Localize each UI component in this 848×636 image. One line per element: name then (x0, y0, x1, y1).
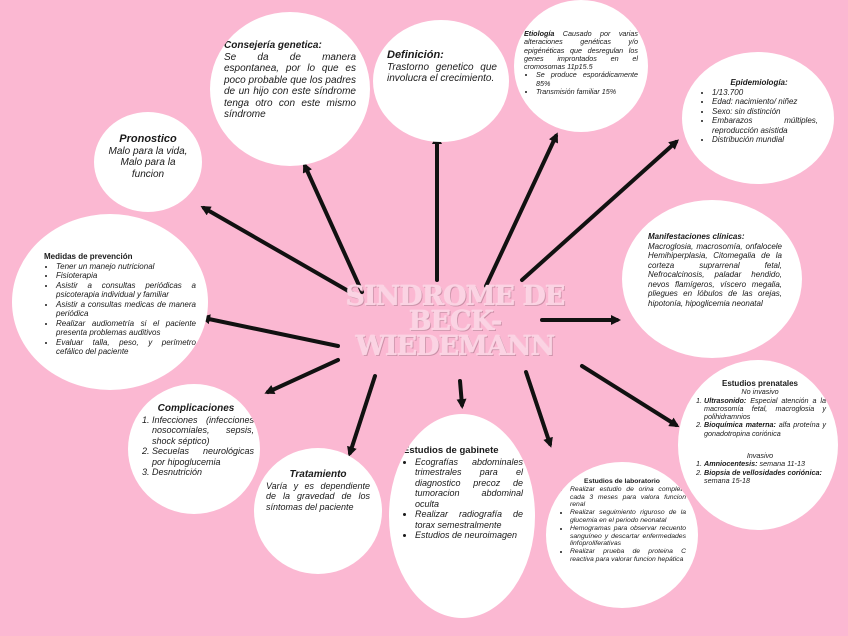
list-item: Distribución mundial (712, 135, 818, 145)
arrow-to-medidas (200, 314, 340, 348)
list-item: Bioquímica materna: alfa proteína y gona… (704, 421, 826, 438)
list-item: Ecografías abdominales trimestrales para… (415, 457, 523, 510)
complicaciones-list: Infecciones (infecciones nosocomiales, s… (138, 415, 254, 478)
list-item: Realizar estudio de orina completa cada … (570, 486, 686, 509)
list-item: Asistir a consultas periódicas a psicote… (56, 281, 196, 300)
complicaciones-heading: Complicaciones (157, 403, 235, 414)
list-item: Realizar audiometría si el paciente pres… (56, 319, 196, 338)
gabinete-heading: Estudios de gabinete (403, 445, 499, 456)
list-item: Realizar prueba de proteina C reactiva p… (570, 548, 686, 564)
consejeria-text: Se da de manera espontanea, por lo que e… (224, 51, 356, 121)
tratamiento-heading: Tratamiento (289, 469, 347, 480)
arrow-to-pronostico (200, 206, 359, 298)
bubble-prenatales: Estudios prenatales No invasivo Ultrason… (678, 360, 838, 530)
desc-amniocentesis: semana 11-13 (759, 459, 805, 469)
etiologia-heading: Etiología (524, 29, 555, 38)
bubble-complicaciones: Complicaciones Infecciones (infecciones … (128, 384, 260, 514)
manifestaciones-text: Macroglosia, macrosomía, onfalocele Hemi… (648, 241, 782, 308)
prenatales-heading: Estudios prenatales (721, 379, 799, 388)
desc-ultrasonido: Especial atención a la macrosomía fetal,… (704, 395, 826, 422)
tratamiento-text: Varía y es dependiente de la gravedad de… (266, 480, 370, 512)
term-bioquimica: Bioquímica materna: (704, 420, 776, 430)
list-item: Hemogramas para observar recuento sanguí… (570, 525, 686, 548)
bubble-etiologia: Etiología Causado por varias alteracione… (514, 0, 648, 132)
etiologia-text: Causado por varias alteraciones genética… (524, 29, 638, 72)
pronostico-heading: Pronostico (119, 133, 177, 145)
list-item: Amniocentesis: semana 11-13 (704, 460, 826, 468)
epidemiologia-list: 1/13.700 Edad: nacimiento/ niñez Sexo: s… (700, 88, 818, 145)
epidemiologia-heading: Epidemiología: (730, 78, 788, 87)
arrow-to-laboratorio (524, 370, 553, 448)
desc-bioquimica: alfa proteína y gonadotropina coriónica (704, 420, 827, 438)
list-item: Asistir a consultas medicas de manera pe… (56, 300, 196, 319)
arrow-to-epidemiologia (520, 139, 679, 282)
list-item: Realizar radiografía de torax semestralm… (415, 509, 523, 530)
list-item: Transmisión familiar 15% (536, 87, 638, 96)
desc-biopsia: semana 15-18 (704, 475, 750, 485)
prenatales-ni-list: Ultrasonido: Especial atención a la macr… (694, 395, 826, 438)
bubble-epidemiologia: Epidemiología: 1/13.700 Edad: nacimiento… (682, 52, 834, 184)
bubble-laboratorio: Estudios de laboratorio Realizar estudio… (546, 462, 698, 608)
bubble-pronostico: Pronostico Malo para la vida, Malo para … (94, 112, 202, 212)
list-item: Evaluar talla, peso, y perímetro cefálic… (56, 338, 196, 357)
term-ultrasonido: Ultrasonido: (704, 395, 747, 405)
term-biopsia: Biopsia de vellosidades coriónica: (704, 467, 822, 477)
list-item: Estudios de neuroimagen (415, 530, 523, 541)
etiologia-list: Se produce esporádicamente 85% Transmisi… (524, 71, 638, 96)
list-item: Sexo: sin distinción (712, 107, 818, 117)
bubble-manifestaciones: Manifestaciones clínicas: Macroglosia, m… (622, 200, 802, 358)
prenatales-i-list: Amniocentesis: semana 11-13 Biopsia de v… (694, 460, 826, 485)
arrow-to-tratamiento (347, 374, 377, 457)
list-item: Embarazos múltiples, reproducción asisti… (712, 116, 818, 135)
list-item: Desnutrición (152, 467, 254, 478)
arrow-to-consejeria (302, 162, 364, 294)
list-item: 1/13.700 (712, 88, 818, 98)
term-amniocentesis: Amniocentesis: (704, 459, 758, 469)
list-item: Tener un manejo nutricional (56, 262, 196, 272)
medidas-list: Tener un manejo nutricional Fisioterapia… (44, 262, 196, 357)
list-item: Fisioterapia (56, 271, 196, 281)
list-item: Edad: nacimiento/ niñez (712, 97, 818, 107)
list-item: Realizar seguimiento riguroso de la gluc… (570, 509, 686, 525)
list-item: Infecciones (infecciones nosocomiales, s… (152, 415, 254, 447)
bubble-gabinete: Estudios de gabinete Ecografías abdomina… (389, 414, 535, 618)
list-item: Ultrasonido: Especial atención a la macr… (704, 395, 826, 422)
manifestaciones-heading: Manifestaciones clínicas: (648, 232, 745, 241)
list-item: Se produce esporádicamente 85% (536, 71, 638, 88)
consejeria-heading: Consejería genetica: (224, 40, 322, 51)
laboratorio-heading: Estudios de laboratorio (584, 478, 660, 485)
list-item: Secuelas neurológicas por hipoglucemia (152, 446, 254, 467)
definicion-heading: Definición: (387, 49, 444, 61)
pronostico-text: Malo para la vida, Malo para la funcion (108, 145, 188, 180)
prenatales-invasivo: Invasivo (746, 451, 774, 461)
gabinete-list: Ecografías abdominales trimestrales para… (403, 457, 523, 541)
arrow-to-complicaciones (264, 358, 340, 395)
bubble-definicion: Definición: Trastorno genetico que invol… (373, 20, 509, 142)
arrow-to-gabinete (456, 379, 467, 409)
medidas-heading: Medidas de prevención (44, 252, 133, 261)
bubble-medidas: Medidas de prevención Tener un manejo nu… (12, 214, 208, 390)
bubble-consejeria: Consejería genetica: Se da de manera esp… (210, 12, 370, 166)
arrow-to-prenatales (580, 364, 680, 428)
arrow-to-etiologia (484, 132, 558, 288)
list-item: Biopsia de vellosidades coriónica: seman… (704, 467, 826, 486)
diagram-title: SINDROME DE BECK-WIEDEMANN (345, 281, 565, 362)
bubble-tratamiento: Tratamiento Varía y es dependiente de la… (254, 448, 382, 574)
laboratorio-list: Realizar estudio de orina completa cada … (558, 486, 686, 564)
definicion-text: Trastorno genetico que involucra el crec… (387, 61, 497, 85)
prenatales-noinvasivo: No invasivo (741, 387, 779, 397)
